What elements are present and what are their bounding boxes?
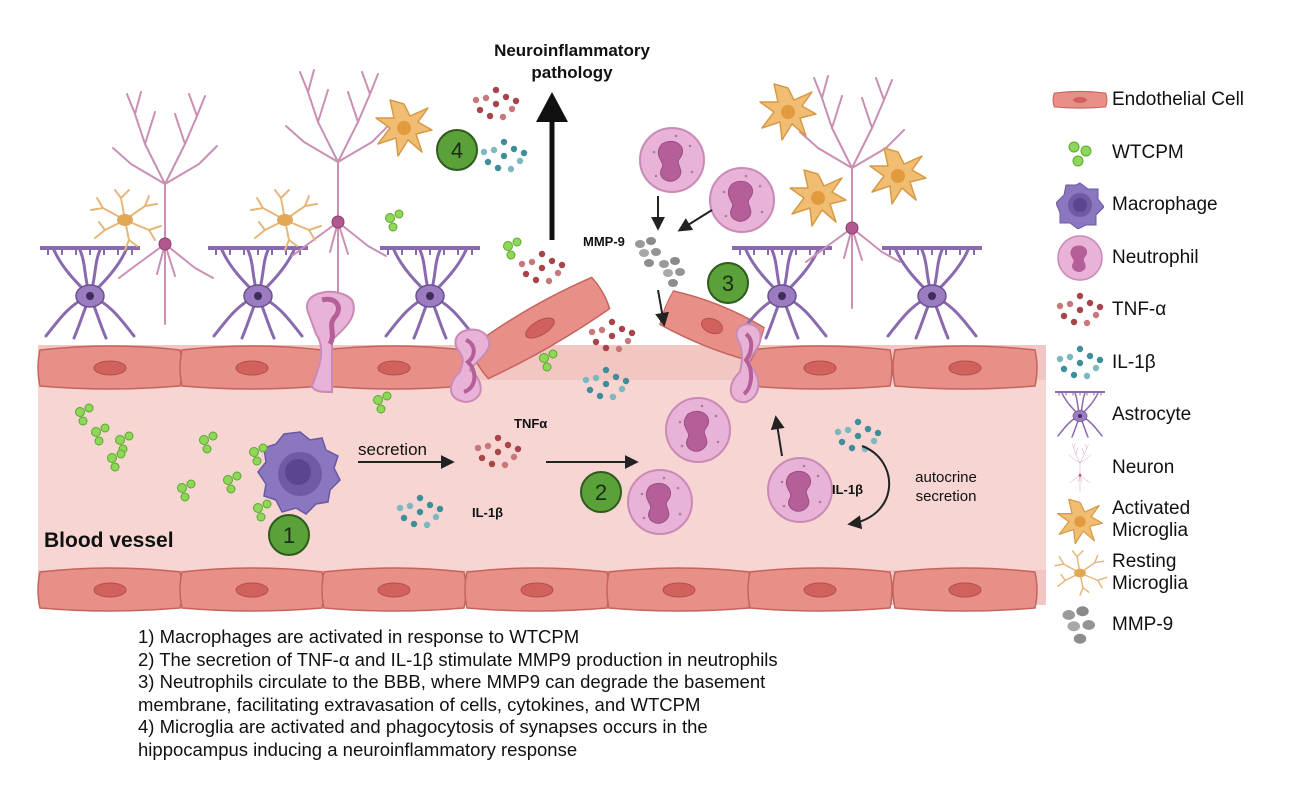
resting-microglia-icon <box>1050 549 1110 596</box>
legend-item: Endothelial Cell <box>1050 78 1298 122</box>
legend-item: MMP-9 <box>1050 603 1298 647</box>
svg-text:3: 3 <box>722 271 734 296</box>
legend-item: Activated Microglia <box>1050 498 1298 544</box>
caption-line: hippocampus inducing a neuroinflammatory… <box>138 738 578 760</box>
caption-list: 1) Macrophages are activated in response… <box>138 626 998 761</box>
legend-item: Neutrophil <box>1050 234 1298 281</box>
mmp-9-particles <box>635 237 685 287</box>
blood-vessel-inner-tint <box>38 380 1046 570</box>
svg-text:1: 1 <box>283 523 295 548</box>
endothelial-row-bottom <box>37 567 1038 612</box>
step-badge-3: 3 <box>707 262 749 304</box>
legend-item: TNF-α <box>1050 288 1298 332</box>
label-line: Neuroinflammatory <box>494 41 650 60</box>
secretion-label: secretion <box>358 440 427 459</box>
il-1beta-icon <box>1050 341 1110 385</box>
activated-microglia-icon <box>1050 498 1110 544</box>
astrocyte-icon <box>1050 391 1110 438</box>
label-line: autocrine <box>915 469 977 486</box>
transmigrating-neutrophils <box>305 290 762 404</box>
step-badge-4: 4 <box>436 129 478 171</box>
caption-line: membrane, facilitating extravasation of … <box>138 693 701 715</box>
mmp-9-icon <box>1050 603 1110 647</box>
il-1beta-right-label: IL-1β <box>832 482 863 497</box>
legend-item: IL-1β <box>1050 341 1298 385</box>
caption-line: 4) Microglia are activated and phagocyto… <box>138 716 708 737</box>
arrows <box>358 92 891 530</box>
tnf-alpha-icon <box>1050 288 1110 332</box>
legend-item: Macrophage <box>1050 182 1298 229</box>
caption-line: 1) Macrophages are activated in response… <box>138 626 580 647</box>
svg-text:4: 4 <box>451 138 463 163</box>
step-badge-1: 1 <box>268 514 310 556</box>
neutrophil-icon <box>1050 234 1110 281</box>
autocrine-secretion-label: autocrine secretion <box>915 469 977 505</box>
legend-item: Neuron <box>1050 442 1298 492</box>
label-line: secretion <box>916 488 977 505</box>
caption-line: 2) The secretion of TNF-α and IL-1β stim… <box>138 648 778 670</box>
legend-item: Resting Microglia <box>1050 549 1298 596</box>
wtcpm-icon <box>1050 131 1110 175</box>
legend: Endothelial Cell WTCPM Macrophage Neutro… <box>1050 78 1298 656</box>
macrophage-icon <box>1050 182 1110 229</box>
legend-item: Astrocyte <box>1050 391 1298 438</box>
step-badge-2: 2 <box>580 471 622 513</box>
il-1beta-label: IL-1β <box>472 505 503 520</box>
macrophage <box>257 431 341 515</box>
legend-item: WTCPM <box>1050 131 1298 175</box>
blood-vessel-label: Blood vessel <box>44 529 174 552</box>
svg-text:2: 2 <box>595 480 607 505</box>
neuron-icon <box>1050 442 1110 492</box>
label-line: pathology <box>531 63 613 82</box>
endothelial-cell-icon <box>1050 78 1110 122</box>
tnf-alpha-label: TNFα <box>514 416 547 431</box>
neuroinflammatory-pathology-title: Neuroinflammatory pathology <box>494 41 650 82</box>
resting-microglia <box>90 189 322 251</box>
caption-line: 3) Neutrophils circulate to the BBB, whe… <box>138 671 766 692</box>
mmp-9-label: MMP-9 <box>583 234 625 249</box>
